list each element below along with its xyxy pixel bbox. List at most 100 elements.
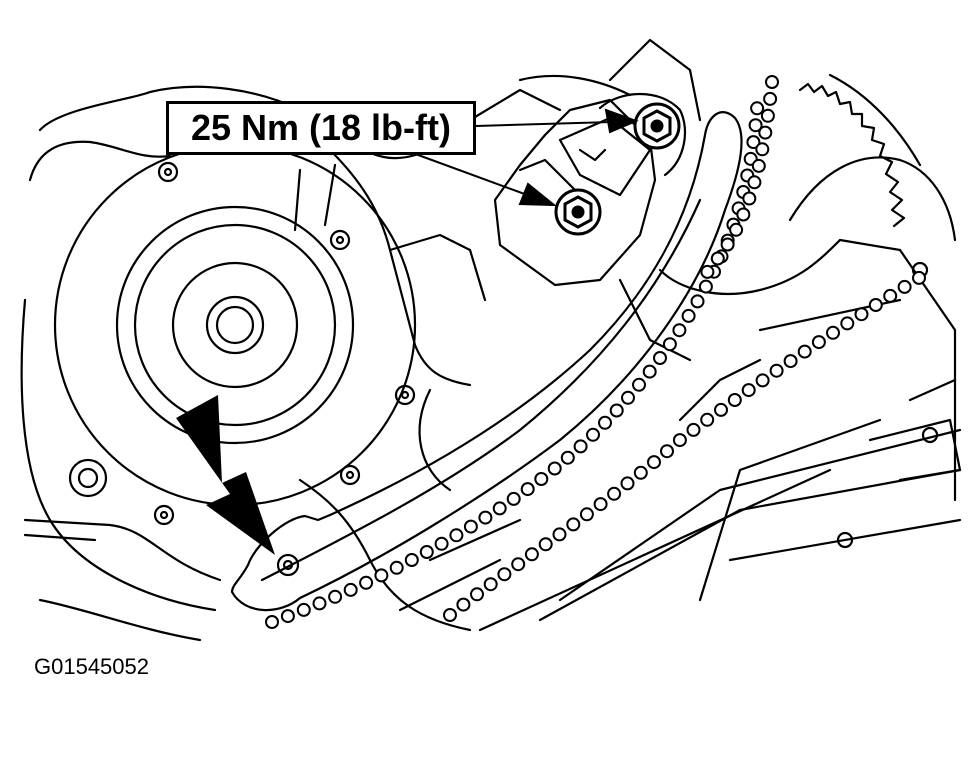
chain-link (265, 615, 279, 629)
chain-link (763, 91, 778, 106)
chain-link (690, 294, 705, 309)
chain-link (573, 439, 588, 454)
chain-link (586, 427, 600, 442)
chain-link (632, 377, 646, 392)
chain-link (598, 415, 612, 430)
chain-link (660, 444, 674, 459)
chain-link (552, 527, 567, 542)
callout-leaders (409, 108, 639, 207)
chain-link (642, 364, 657, 379)
chain-link (280, 609, 295, 624)
chain-link (520, 482, 535, 497)
chain-link (647, 455, 661, 470)
chain-link (434, 536, 449, 551)
chain-link (736, 207, 751, 222)
chain-link (883, 288, 898, 303)
chain-link (714, 402, 728, 417)
chain-link (419, 545, 434, 559)
tensioner-bolt-upper (633, 102, 681, 150)
tensioner-bolt-lower (554, 188, 602, 236)
chain-tensioner (493, 92, 687, 287)
chain-link (710, 251, 725, 266)
chain-link (727, 393, 742, 407)
chain-link (296, 602, 311, 617)
timing-chain-upper (700, 75, 779, 279)
chain-link (389, 560, 404, 575)
chain-link (758, 125, 773, 140)
chain-link (620, 476, 635, 491)
chain-link (729, 222, 744, 237)
chain-link (653, 351, 667, 365)
chain-link (511, 557, 526, 572)
chain-link (609, 403, 624, 418)
chain-link (579, 507, 594, 522)
chain-link (672, 323, 687, 338)
chain-link (560, 450, 575, 465)
chain-link (404, 553, 419, 567)
chain-link (700, 412, 715, 427)
chain-link (497, 567, 512, 582)
chain-link (783, 354, 798, 369)
pulley-seal (53, 143, 417, 507)
chain-link (741, 383, 756, 398)
camshaft-gear (798, 82, 906, 228)
chain-link (492, 501, 507, 516)
chain-link (912, 270, 926, 285)
chain-link (747, 175, 762, 190)
chain-link (797, 344, 812, 359)
chain-link (840, 316, 855, 331)
chain-link (742, 191, 757, 206)
chain-link (746, 135, 761, 150)
arrow-icon (176, 395, 275, 555)
chain-link (765, 75, 779, 89)
chain-link (328, 589, 343, 604)
chain-link (811, 335, 826, 350)
chain-link (312, 596, 327, 611)
torque-callout: 25 Nm (18 lb-ft) (166, 101, 476, 155)
chain-link (720, 237, 735, 252)
chain-link (897, 279, 912, 294)
chain-link (483, 577, 498, 592)
chain-link (470, 587, 484, 602)
chain-link (374, 568, 389, 583)
chain-link (607, 486, 622, 501)
chain-link (748, 118, 763, 133)
chain-link (593, 497, 608, 512)
chain-link (681, 308, 696, 323)
chain-link (534, 472, 549, 486)
lower-boss (68, 458, 108, 498)
chain-link (456, 597, 471, 612)
chain-link (524, 547, 539, 562)
chain-link (662, 337, 677, 352)
chain-link (478, 510, 493, 525)
timing-chain-secondary (443, 270, 926, 622)
chain-link (700, 264, 715, 279)
chain-link (547, 461, 562, 476)
pivot-bolt (276, 553, 300, 577)
chain-link (826, 325, 840, 340)
chain-link (755, 142, 770, 157)
timing-chain-primary (265, 101, 765, 629)
chain-link (343, 582, 358, 597)
tensioner-arm (230, 111, 743, 612)
chain-link (755, 373, 770, 388)
figure-id: G01545052 (34, 654, 149, 679)
chain-link (443, 608, 457, 622)
chain-link (686, 422, 701, 437)
chain-link (506, 491, 521, 506)
chain-link (566, 517, 581, 532)
chain-link (359, 575, 374, 590)
chain-link (760, 108, 775, 123)
chain-link (750, 101, 765, 116)
chain-link (538, 537, 553, 552)
chain-link (698, 279, 713, 294)
chain-link (854, 307, 869, 322)
chain-link (621, 390, 635, 405)
chain-link (449, 528, 464, 543)
chain-link (672, 433, 687, 448)
chain-link (769, 363, 784, 378)
chain-link (463, 519, 478, 534)
chain-link (751, 158, 766, 173)
